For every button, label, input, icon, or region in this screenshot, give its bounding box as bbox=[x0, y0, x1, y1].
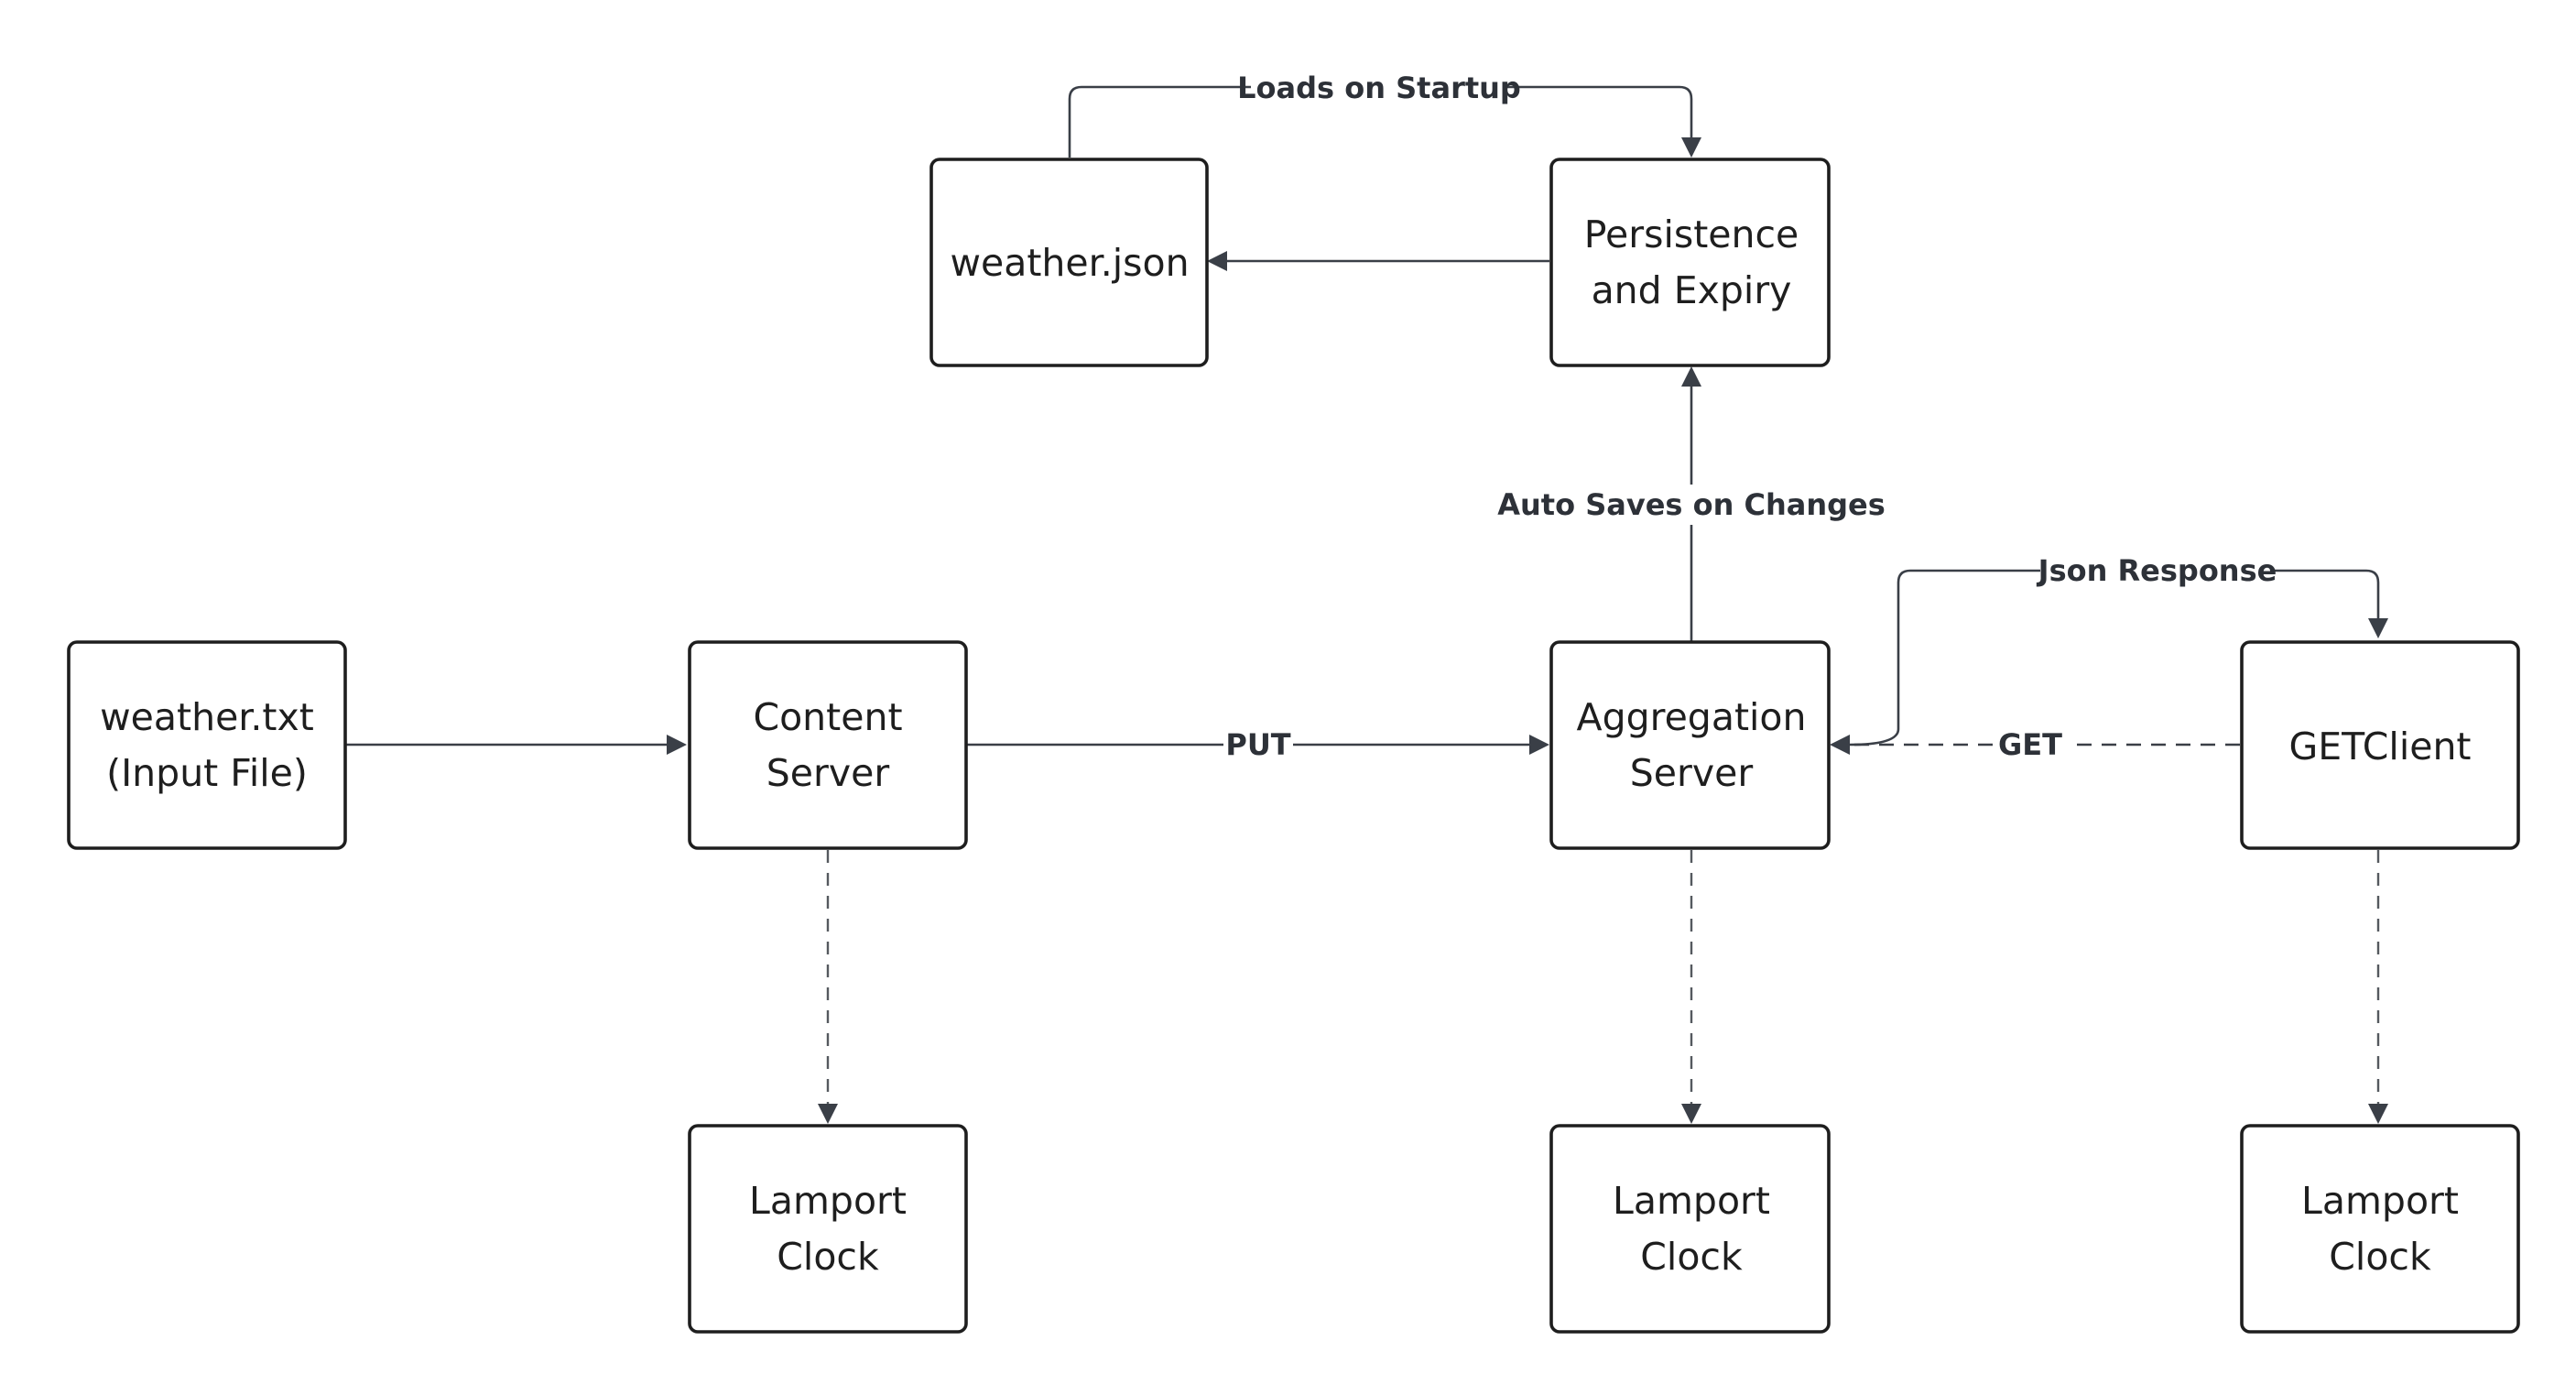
node-label-line-2: (Input File) bbox=[106, 751, 308, 795]
edge-label-auto-saves: Auto Saves on Changes bbox=[1497, 487, 1886, 522]
node-label-line-1: Lamport bbox=[749, 1179, 907, 1223]
edge-client-to-clock bbox=[2368, 850, 2388, 1124]
edge-auto-saves: Auto Saves on Changes bbox=[1497, 366, 1886, 641]
edge-input-to-content bbox=[346, 735, 687, 755]
arrowhead-icon bbox=[2368, 618, 2388, 638]
node-label-line-2: and Expiry bbox=[1592, 268, 1792, 312]
arrowhead-icon bbox=[818, 1104, 838, 1124]
node-label-line-2: Clock bbox=[2329, 1235, 2431, 1279]
node-getclient: GETClient bbox=[2240, 640, 2520, 850]
node-label: weather.json bbox=[950, 241, 1189, 285]
node-label-line-2: Clock bbox=[1640, 1235, 1743, 1279]
arrowhead-icon bbox=[1830, 735, 1850, 755]
edge-content-to-clock bbox=[818, 850, 838, 1124]
node-label-line-1: Persistence bbox=[1584, 213, 1799, 256]
node-aggregation-server: Aggregation Server bbox=[1549, 640, 1831, 850]
edge-json-response: Json Response bbox=[1849, 551, 2388, 747]
arrowhead-icon bbox=[1681, 366, 1701, 387]
node-weather-txt: weather.txt (Input File) bbox=[67, 640, 347, 850]
node-label-line-1: Aggregation bbox=[1577, 695, 1807, 739]
node-lamport-clock-content: Lamport Clock bbox=[688, 1124, 968, 1334]
edge-aggregation-to-clock bbox=[1681, 850, 1701, 1124]
arrowhead-icon bbox=[667, 735, 687, 755]
node-lamport-clock-aggregation: Lamport Clock bbox=[1549, 1124, 1831, 1334]
node-label-line-1: weather.txt bbox=[100, 695, 314, 739]
node-label-line-1: Lamport bbox=[1613, 1179, 1770, 1223]
edge-persistence-to-weather-json bbox=[1207, 251, 1549, 271]
node-label-line-2: Server bbox=[766, 751, 890, 795]
edge-label-get: GET bbox=[1998, 727, 2062, 762]
node-label: GETClient bbox=[2288, 725, 2471, 768]
edge-label-loads-on-startup: Loads on Startup bbox=[1237, 71, 1521, 105]
node-label-line-1: Lamport bbox=[2301, 1179, 2459, 1223]
node-content-server: Content Server bbox=[688, 640, 968, 850]
node-label-line-1: Content bbox=[753, 695, 902, 739]
arrowhead-icon bbox=[1681, 137, 1701, 158]
edge-put: PUT bbox=[965, 725, 1549, 764]
node-weather-json: weather.json bbox=[929, 158, 1209, 367]
edge-get: GET bbox=[1830, 725, 2240, 764]
node-lamport-clock-client: Lamport Clock bbox=[2240, 1124, 2520, 1334]
node-persistence-and-expiry: Persistence and Expiry bbox=[1549, 158, 1831, 367]
edge-label-put: PUT bbox=[1225, 727, 1290, 762]
node-label-line-2: Clock bbox=[777, 1235, 879, 1279]
edge-label-json-response: Json Response bbox=[2037, 553, 2277, 588]
arrowhead-icon bbox=[2368, 1104, 2388, 1124]
node-label-line-2: Server bbox=[1630, 751, 1754, 795]
arrowhead-icon bbox=[1207, 251, 1227, 271]
arrowhead-icon bbox=[1529, 735, 1549, 755]
edge-loads-on-startup: Loads on Startup bbox=[1068, 68, 1701, 158]
arrowhead-icon bbox=[1681, 1104, 1701, 1124]
